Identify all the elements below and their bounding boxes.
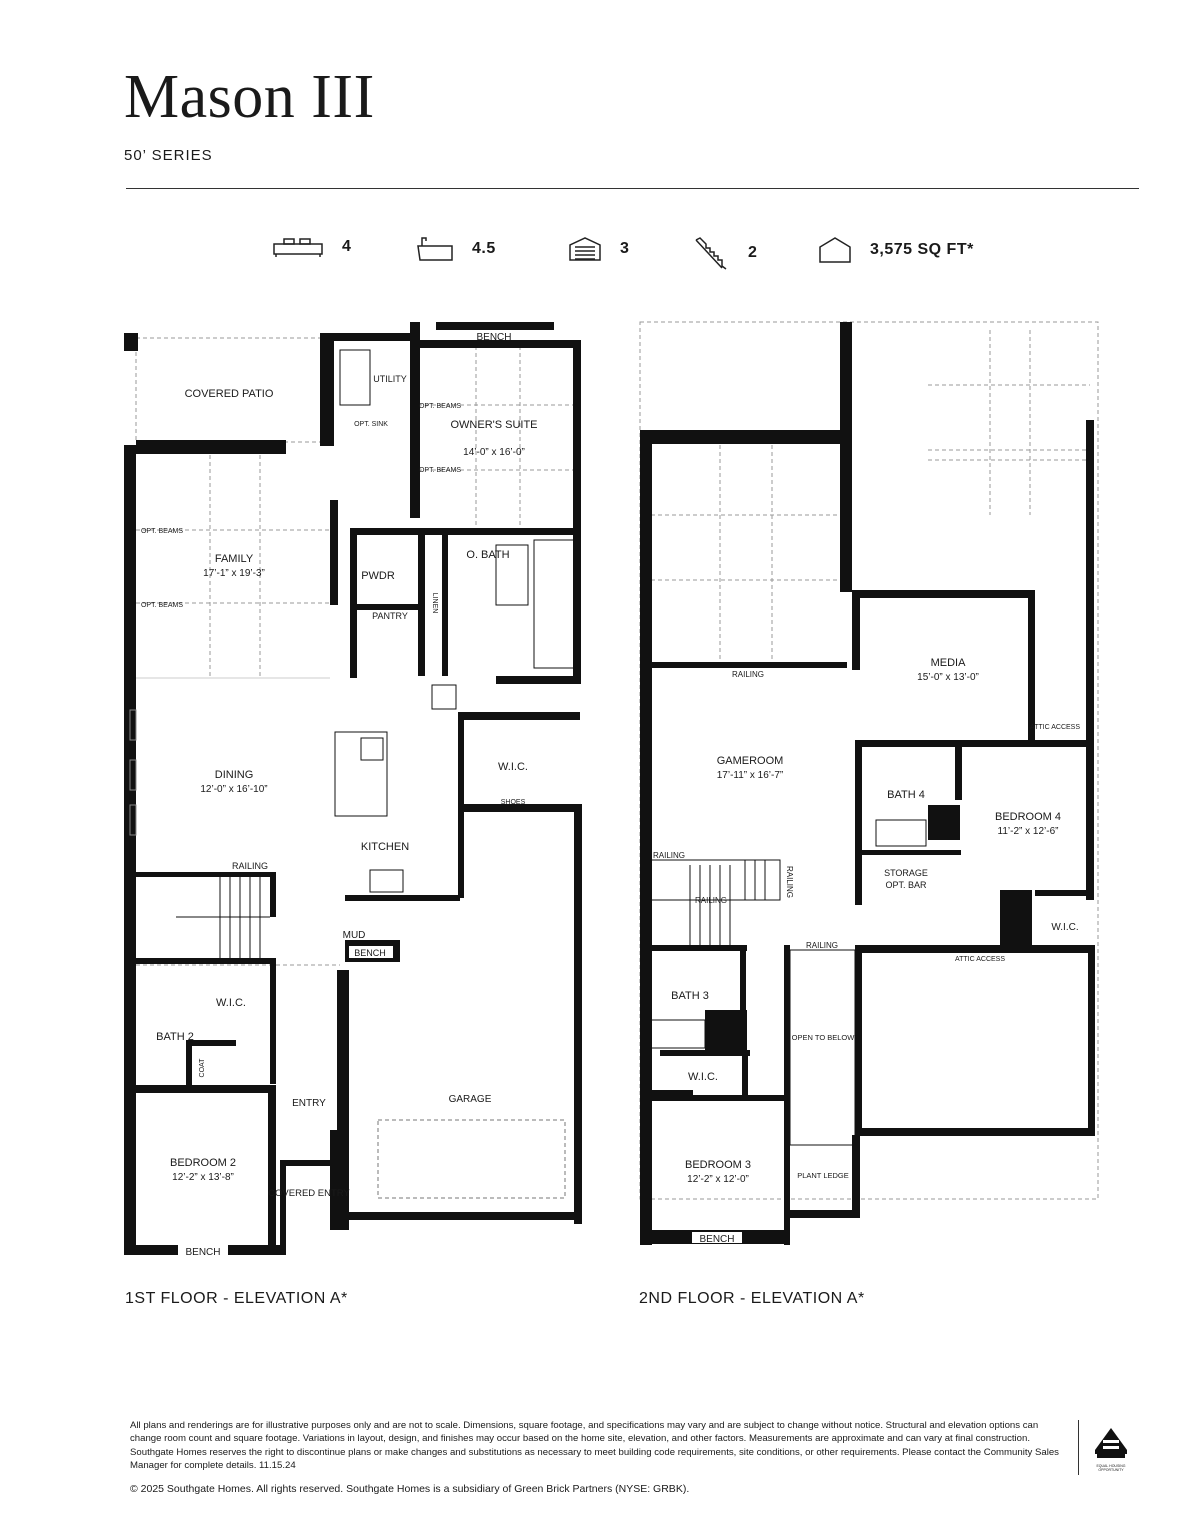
room-owners-suite-dim: 14’-0” x 16’-0” xyxy=(463,447,525,458)
room-media-dim: 15’-0” x 13’-0” xyxy=(917,672,979,683)
stairs-icon xyxy=(695,237,727,270)
room-entry: ENTRY xyxy=(292,1098,326,1109)
floor2-caption: 2ND FLOOR - ELEVATION A* xyxy=(639,1290,865,1307)
room-dining-dim: 12’-0” x 16’-10” xyxy=(200,784,267,795)
label-bench: BENCH xyxy=(699,1234,734,1245)
label-railing: RAILING xyxy=(806,941,838,950)
room-o-bath: O. BATH xyxy=(466,549,509,561)
label-coat: COAT xyxy=(199,1058,206,1078)
label-railing: RAILING xyxy=(232,861,268,871)
label-railing: RAILING xyxy=(695,896,727,905)
floor2-plan: RAILING MEDIA 15’-0” x 13’-0” ATTIC ACCE… xyxy=(639,321,1099,1245)
copyright: © 2025 Southgate Homes. All rights reser… xyxy=(130,1483,690,1495)
room-bedroom-3-dim: 12’-2” x 12’-0” xyxy=(687,1174,749,1185)
stat-value: 3 xyxy=(620,240,630,257)
room-covered-entry: COVERED ENTRY xyxy=(268,1188,350,1199)
label-opt-beams: OPT. BEAMS xyxy=(419,467,461,474)
bathtub-icon xyxy=(417,237,453,261)
room-bedroom-4-dim: 11’-2” x 12’-6” xyxy=(998,826,1059,837)
label-railing: RAILING xyxy=(785,866,794,898)
room-utility: UTILITY xyxy=(373,374,407,384)
label-linen: LINEN xyxy=(431,593,438,614)
label-opt-bar: OPT. BAR xyxy=(885,880,927,890)
room-media: MEDIA xyxy=(931,657,967,669)
stat-stories: 2 xyxy=(694,236,757,270)
label-opt-beams: OPT. BEAMS xyxy=(141,528,183,535)
stat-bedrooms: 4 xyxy=(272,236,351,258)
bed-icon xyxy=(273,238,323,257)
label-opt-beams: OPT. BEAMS xyxy=(141,602,183,609)
room-storage: STORAGE xyxy=(884,868,928,878)
room-wic-owner: W.I.C. xyxy=(498,761,528,773)
room-covered-patio: COVERED PATIO xyxy=(185,388,274,400)
svg-text:OPPORTUNITY: OPPORTUNITY xyxy=(1098,1468,1124,1472)
room-owners-suite: OWNER'S SUITE xyxy=(450,419,537,431)
label-bench-mud: BENCH xyxy=(354,948,386,958)
stat-value: 4.5 xyxy=(472,240,496,257)
stat-bathrooms: 4.5 xyxy=(416,236,496,262)
garage-icon xyxy=(569,237,601,261)
house-icon xyxy=(819,237,851,263)
label-plant-ledge: PLANT LEDGE xyxy=(797,1171,849,1180)
page-title: Mason III xyxy=(124,63,375,131)
room-bedroom-4: BEDROOM 4 xyxy=(995,811,1061,823)
label-railing: RAILING xyxy=(653,851,685,860)
room-wic-4: W.I.C. xyxy=(1051,922,1078,933)
svg-text:EQUAL HOUSING: EQUAL HOUSING xyxy=(1096,1464,1125,1468)
stat-value: 3,575 SQ FT* xyxy=(870,241,974,258)
floor1-caption: 1ST FLOOR - ELEVATION A* xyxy=(125,1290,348,1307)
room-family-dim: 17’-1” x 19’-3” xyxy=(203,568,265,579)
disclaimer: All plans and renderings are for illustr… xyxy=(130,1420,1059,1471)
room-mud: MUD xyxy=(343,930,366,941)
floor-plans: COVERED PATIO UTILITY OPT. SINK BENCH OP… xyxy=(124,321,1099,1258)
room-bedroom-2: BEDROOM 2 xyxy=(170,1157,236,1169)
label-bench-top: BENCH xyxy=(476,332,511,343)
label-opt-sink: OPT. SINK xyxy=(354,421,388,428)
label-bench-bottom: BENCH xyxy=(185,1247,220,1258)
stat-garage: 3 xyxy=(568,236,629,262)
divider xyxy=(126,188,1139,189)
label-opt-beams: OPT. BEAMS xyxy=(419,403,461,410)
label-attic-access: ATTIC ACCESS xyxy=(955,956,1005,963)
stat-sqft: 3,575 SQ FT* xyxy=(818,236,974,264)
stats-bar: 4 4.5 3 2 3,575 SQ FT* xyxy=(0,236,1186,270)
stat-value: 2 xyxy=(748,244,758,261)
room-bath-4: BATH 4 xyxy=(887,789,925,801)
room-kitchen: KITCHEN xyxy=(361,841,409,853)
room-pantry: PANTRY xyxy=(372,611,408,621)
room-gameroom: GAMEROOM xyxy=(717,755,784,767)
label-shoes: SHOES xyxy=(501,799,526,806)
room-bath-3: BATH 3 xyxy=(671,990,709,1002)
room-wic-2: W.I.C. xyxy=(216,997,246,1009)
label-railing: RAILING xyxy=(732,670,764,679)
room-dining: DINING xyxy=(215,769,254,781)
equal-housing-logo: EQUAL HOUSING OPPORTUNITY xyxy=(1078,1420,1139,1475)
label-open-to-below: OPEN TO BELOW xyxy=(792,1033,856,1042)
room-bath-2: BATH 2 xyxy=(156,1031,194,1043)
room-garage: GARAGE xyxy=(449,1094,492,1105)
room-bedroom-3: BEDROOM 3 xyxy=(685,1159,751,1171)
room-bedroom-2-dim: 12’-2” x 13’-8” xyxy=(172,1172,234,1183)
label-attic-access: ATTIC ACCESS xyxy=(1030,724,1080,731)
room-wic-3: W.I.C. xyxy=(688,1071,718,1083)
room-pwdr: PWDR xyxy=(361,570,395,582)
floor1-plan: COVERED PATIO UTILITY OPT. SINK BENCH OP… xyxy=(124,322,582,1258)
stat-value: 4 xyxy=(342,238,352,255)
room-family: FAMILY xyxy=(215,553,254,565)
series-label: 50’ SERIES xyxy=(124,147,213,164)
room-gameroom-dim: 17’-11” x 16’-7” xyxy=(717,770,784,781)
equal-housing-icon: EQUAL HOUSING OPPORTUNITY xyxy=(1095,1428,1127,1472)
